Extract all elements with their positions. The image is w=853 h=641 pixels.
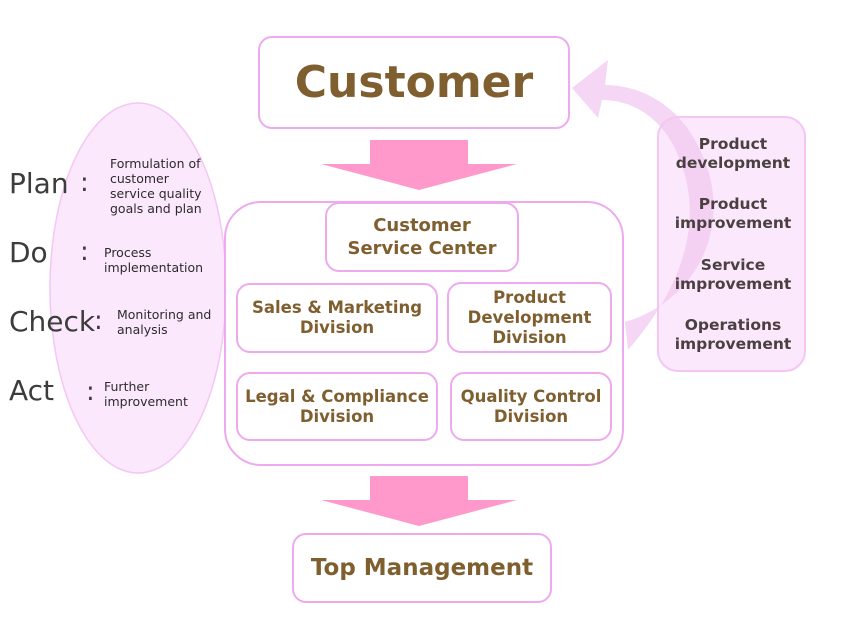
division-line2: Division: [299, 318, 375, 337]
pdca-desc-line: Further: [104, 379, 150, 394]
division-line3: Division: [492, 327, 567, 347]
division-line2: Development: [467, 307, 592, 327]
top-management-box: Top Management: [292, 533, 552, 603]
improvement-line2: improvement: [674, 214, 792, 232]
quality-control-division-box: Quality Control Division: [450, 372, 612, 441]
pdca-description: Monitoring and analysis: [117, 307, 211, 337]
pdca-stage-label: Check: [9, 305, 96, 338]
down-arrow-center-to-management: [321, 476, 517, 526]
pdca-description: Formulation of customer service quality …: [110, 156, 202, 216]
down-arrow-customer-to-center: [321, 140, 517, 190]
pdca-desc-line: Process: [104, 245, 152, 260]
improvement-line2: improvement: [674, 275, 792, 293]
pdca-stage-label: Do: [9, 236, 48, 269]
improvement-item-operations-improvement: Operations improvement: [660, 316, 806, 354]
pdca-desc-line: goals and plan: [110, 201, 202, 216]
division-line1: Quality Control: [460, 386, 602, 406]
customer-service-center-box: Customer Service Center: [325, 202, 519, 272]
division-line1: Sales & Marketing: [251, 298, 423, 317]
improvement-line1: Product: [698, 135, 768, 153]
improvement-item-product-improvement: Product improvement: [660, 195, 806, 233]
division-line1: Legal & Compliance: [245, 386, 429, 406]
pdca-description: Process implementation: [104, 245, 203, 275]
pdca-desc-line: improvement: [104, 394, 188, 409]
pdca-stage-label: Act: [9, 374, 55, 407]
pdca-colon: :: [80, 168, 89, 198]
customer-box: Customer: [258, 36, 570, 129]
improvement-item-service-improvement: Service improvement: [660, 256, 806, 294]
top-management-label: Top Management: [310, 555, 534, 581]
division-line1: Product: [493, 287, 566, 307]
pdca-colon: :: [80, 237, 89, 267]
pdca-desc-line: implementation: [104, 260, 204, 275]
improvement-line2: improvement: [674, 335, 792, 353]
pdca-desc-line: Monitoring and: [117, 307, 212, 322]
product-development-division-box: Product Development Division: [447, 282, 612, 353]
division-line2: Division: [493, 406, 569, 426]
improvement-item-product-development: Product development: [660, 135, 806, 173]
improvement-line1: Operations: [684, 316, 782, 334]
pdca-description: Further improvement: [104, 379, 188, 409]
customer-label: Customer: [294, 57, 534, 108]
pdca-colon: :: [94, 306, 103, 336]
improvement-line1: Product: [698, 195, 768, 213]
pdca-desc-line: Formulation of: [110, 156, 201, 171]
legal-compliance-division-box: Legal & Compliance Division: [236, 372, 438, 441]
pdca-desc-line: service quality: [110, 186, 202, 201]
sales-marketing-division-box: Sales & Marketing Division: [236, 283, 438, 353]
pdca-desc-line: customer: [110, 171, 169, 186]
improvement-line2: development: [675, 154, 791, 172]
pdca-colon: :: [86, 377, 95, 407]
division-line2: Division: [299, 406, 375, 426]
improvement-line1: Service: [700, 256, 766, 274]
curved-feedback-arrow: [572, 60, 714, 350]
csc-line2: Service Center: [347, 238, 497, 259]
pdca-stage-label: Plan: [9, 167, 69, 200]
pdca-desc-line: analysis: [117, 322, 168, 337]
csc-line1: Customer: [373, 215, 471, 236]
